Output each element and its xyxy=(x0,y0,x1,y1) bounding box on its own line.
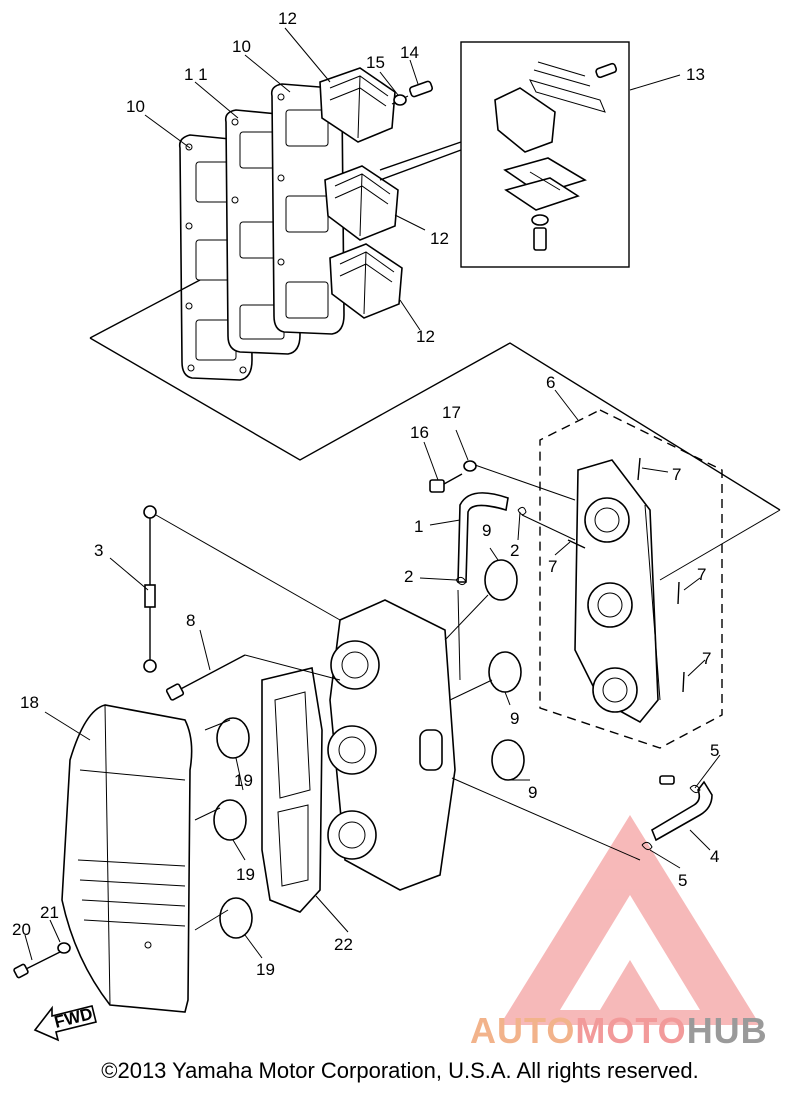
callout-7-third: 7 xyxy=(697,565,706,584)
callout-5-upper: 5 xyxy=(710,741,719,760)
clip-5-lower xyxy=(641,841,653,851)
callout-20: 20 xyxy=(12,920,31,939)
bolt-8 xyxy=(165,654,246,701)
callout-12-top: 12 xyxy=(278,9,297,28)
callout-2-lower: 2 xyxy=(404,567,413,586)
callout-12-middle: 12 xyxy=(430,229,449,248)
callout-12-bottom: 12 xyxy=(416,327,435,346)
gasket-9-middle xyxy=(488,651,522,693)
reed-valve-detail-box xyxy=(379,41,630,268)
callout-13: 13 xyxy=(686,65,705,84)
carburetor-assembly xyxy=(327,599,456,891)
callout-10-back: 10 xyxy=(232,37,251,56)
callout-5-lower: 5 xyxy=(678,871,687,890)
callout-9-bottom: 9 xyxy=(528,783,537,802)
hose-4 xyxy=(651,780,713,842)
callout-labels: 12 10 1 1 10 15 14 13 12 12 6 16 17 7 1 … xyxy=(12,9,719,979)
washer-21 xyxy=(57,942,71,954)
reed-valve-12-bottom xyxy=(329,243,403,319)
callout-10-front: 10 xyxy=(126,97,145,116)
gasket-19-bottom xyxy=(219,897,253,939)
pin-7-group xyxy=(567,457,685,693)
callout-21: 21 xyxy=(40,903,59,922)
gasket-19-top xyxy=(216,717,250,759)
leader-lines xyxy=(24,27,781,961)
clip-2-lower xyxy=(455,576,467,586)
callout-15: 15 xyxy=(366,53,385,72)
assembly-frame-lines xyxy=(89,279,781,511)
callout-16: 16 xyxy=(410,423,429,442)
gasket-9-top xyxy=(484,559,518,601)
watermark-logo xyxy=(500,815,760,1025)
callout-7-top: 7 xyxy=(672,465,681,484)
washer-17 xyxy=(463,460,477,472)
callout-4: 4 xyxy=(710,847,719,866)
link-rod-3 xyxy=(143,505,157,673)
reed-valve-12-middle xyxy=(324,165,399,241)
callout-1: 1 xyxy=(414,517,423,536)
callout-14: 14 xyxy=(400,43,419,62)
callout-19-middle: 19 xyxy=(236,865,255,884)
copyright-footer: ©2013 Yamaha Motor Corporation, U.S.A. A… xyxy=(101,1058,699,1083)
reed-valve-12-top xyxy=(319,67,396,143)
bolt-16 xyxy=(429,473,463,493)
callout-19-top: 19 xyxy=(234,771,253,790)
watermark-part-auto: AUTO xyxy=(470,1010,576,1051)
callout-2-upper: 2 xyxy=(510,541,519,560)
fwd-label: FWD xyxy=(52,1004,94,1032)
forward-arrow-icon: FWD xyxy=(33,1004,97,1042)
callout-3: 3 xyxy=(94,541,103,560)
callout-11: 1 1 xyxy=(184,65,208,84)
callout-18: 18 xyxy=(20,693,39,712)
callout-17: 17 xyxy=(442,403,461,422)
bolt-20 xyxy=(13,951,61,979)
callout-22: 22 xyxy=(334,935,353,954)
callout-7-second: 7 xyxy=(548,557,557,576)
callout-9-top: 9 xyxy=(482,521,491,540)
callout-19-bottom: 19 xyxy=(256,960,275,979)
gasket-9-bottom xyxy=(491,739,525,781)
callout-8: 8 xyxy=(186,611,195,630)
watermark-part-moto: MOTO xyxy=(575,1010,687,1051)
gasket-22 xyxy=(261,667,323,913)
intake-manifold-6 xyxy=(539,409,723,749)
watermark-text: AUTOMOTOHUB xyxy=(470,1010,768,1052)
hose-1 xyxy=(457,492,509,583)
callout-9-middle: 9 xyxy=(510,709,519,728)
clip-2-upper xyxy=(517,506,527,516)
watermark-part-hub: HUB xyxy=(686,1010,768,1051)
callout-6: 6 xyxy=(546,373,555,392)
hose-fitting xyxy=(659,775,675,785)
intake-silencer-18 xyxy=(61,704,193,1013)
washer-15 xyxy=(393,94,407,106)
clip-5-upper xyxy=(689,784,701,794)
gasket-19-middle xyxy=(213,799,247,841)
callout-7-bottom: 7 xyxy=(702,649,711,668)
